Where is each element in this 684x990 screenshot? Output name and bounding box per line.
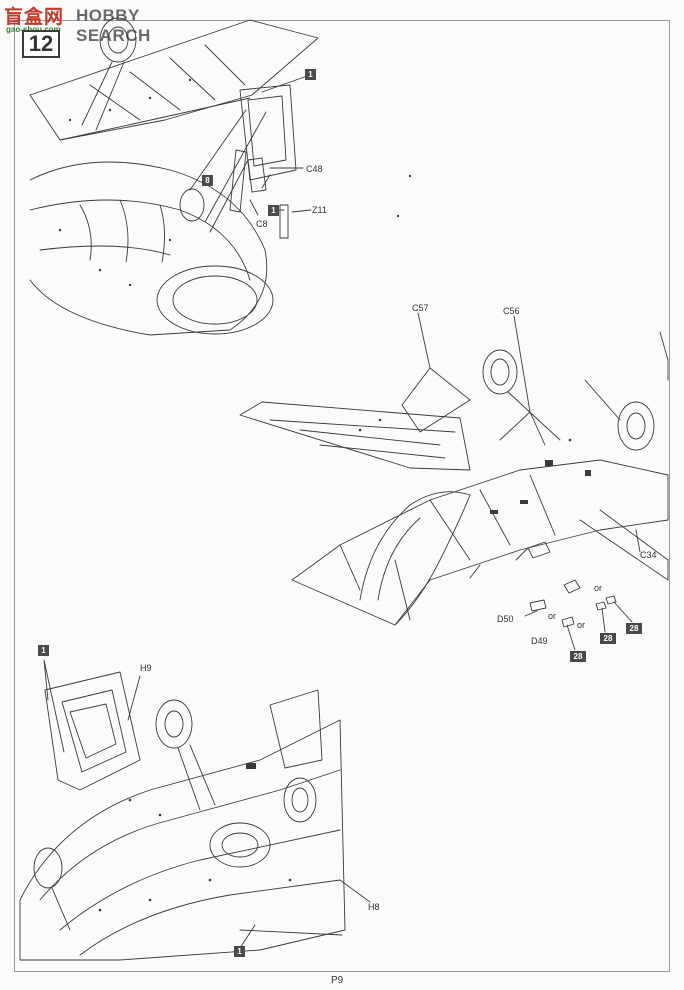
- watermark: 盲盒网 HOBBY SEARCH gao-shou.com: [4, 2, 194, 45]
- step-number: 12: [22, 30, 60, 58]
- watermark-brand: HOBBY SEARCH: [76, 6, 151, 45]
- part-label-z11: Z11: [312, 205, 327, 215]
- center-right-view: [239, 312, 669, 651]
- page-border: [14, 20, 670, 972]
- part-label-c48: C48: [306, 164, 323, 174]
- part-label-c57: C57: [412, 303, 429, 313]
- callout-box: 28: [600, 633, 616, 644]
- watermark-logo: 盲盒网: [4, 6, 65, 28]
- callout-box: 1: [234, 946, 245, 957]
- part-label-c8: C8: [256, 219, 268, 229]
- part-label-d49: D49: [531, 636, 548, 646]
- part-label-c34: C34: [640, 550, 657, 560]
- option-or-label: or: [594, 583, 603, 593]
- watermark-url: gao-shou.com: [6, 25, 61, 34]
- option-or-label: or: [548, 611, 557, 621]
- callout-box: 1: [268, 205, 279, 216]
- top-left-view: [29, 17, 412, 336]
- callout-box: 28: [570, 651, 586, 662]
- option-or-label: or: [577, 620, 586, 630]
- part-label-c56: C56: [503, 306, 520, 316]
- part-label-h8: H8: [368, 902, 380, 912]
- callout-box: 8: [202, 175, 213, 186]
- bottom-left-view: [19, 659, 371, 961]
- part-label-h9: H9: [140, 663, 152, 673]
- callout-box: 28: [626, 623, 642, 634]
- callout-box: 1: [38, 645, 49, 656]
- part-label-d50: D50: [497, 614, 514, 624]
- callout-box: 1: [305, 69, 316, 80]
- page-number: P9: [331, 975, 344, 986]
